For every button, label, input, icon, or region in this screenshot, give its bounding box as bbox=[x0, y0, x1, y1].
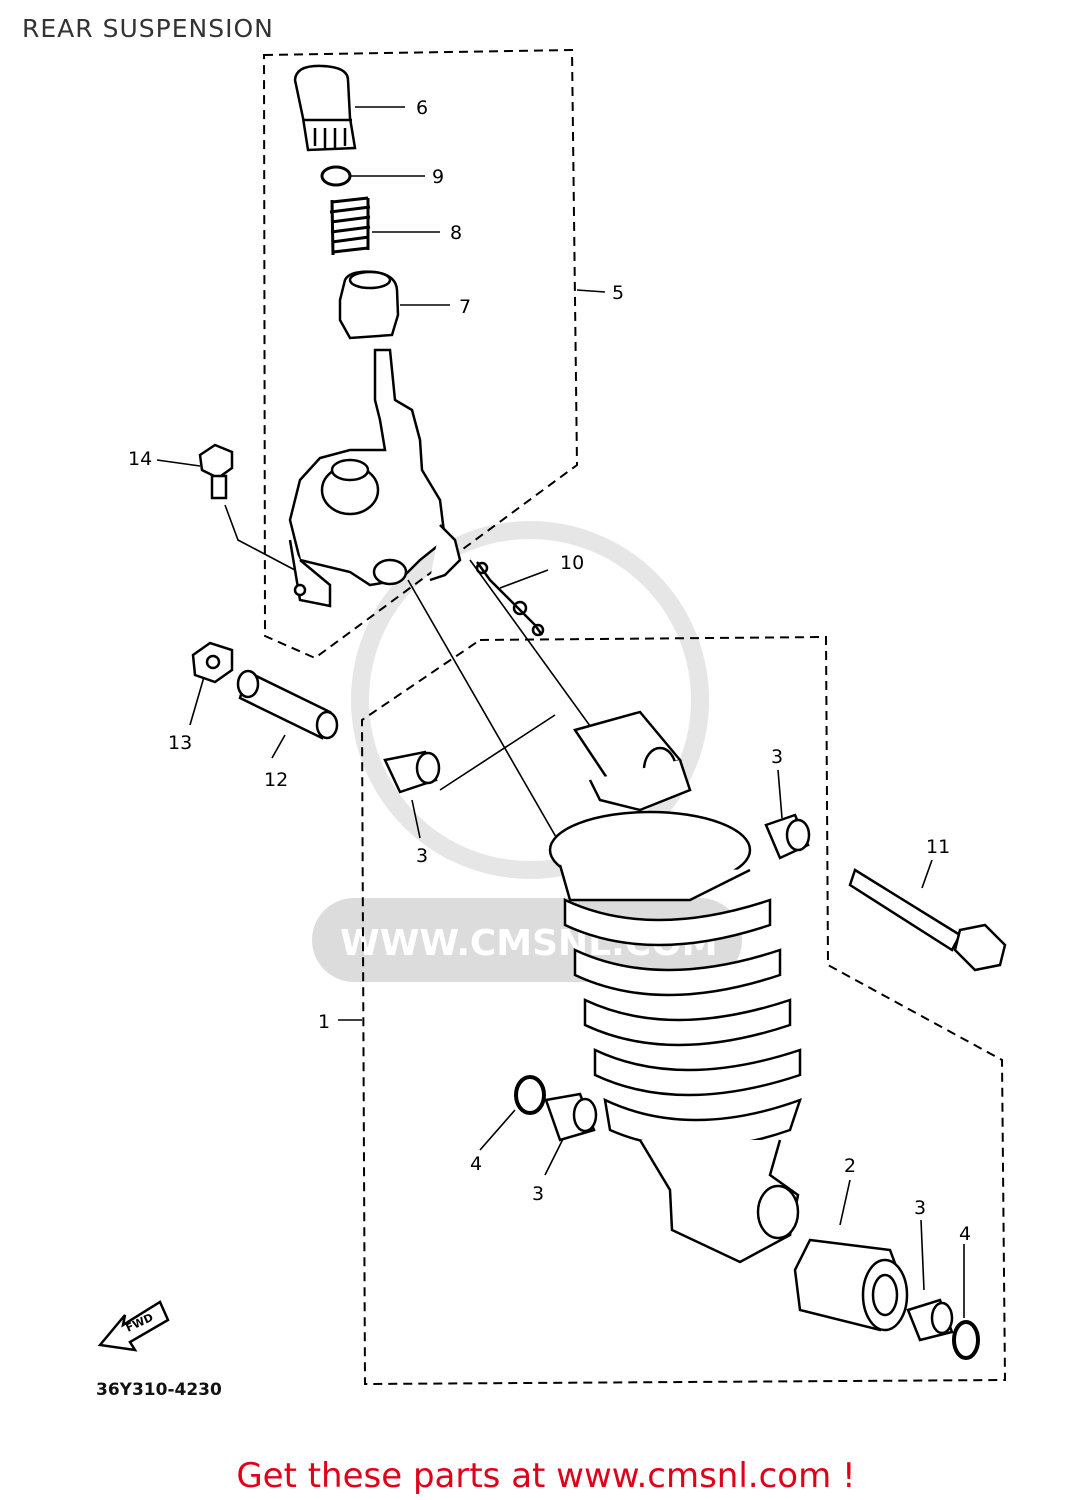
callout-labels: 6 9 8 7 5 14 10 13 12 3 3 11 1 4 3 2 3 4 bbox=[128, 97, 971, 1245]
callout-13: 13 bbox=[168, 732, 192, 754]
part-1-shock-absorber bbox=[548, 710, 803, 1264]
callout-11: 11 bbox=[926, 836, 950, 858]
part-6-cap bbox=[293, 64, 357, 152]
callout-10: 10 bbox=[560, 552, 584, 574]
part-3-bushing-b bbox=[764, 813, 811, 860]
callout-1: 1 bbox=[318, 1011, 330, 1033]
callout-12: 12 bbox=[264, 769, 288, 791]
callout-3-a: 3 bbox=[771, 746, 783, 768]
callout-8: 8 bbox=[450, 222, 462, 244]
callout-5: 5 bbox=[612, 282, 624, 304]
callout-2: 2 bbox=[844, 1155, 856, 1177]
callout-3-d: 3 bbox=[914, 1197, 926, 1219]
callout-4-a: 4 bbox=[470, 1153, 482, 1175]
footer-link-text[interactable]: Get these parts at www.cmsnl.com ! bbox=[236, 1456, 856, 1496]
callout-14: 14 bbox=[128, 448, 152, 470]
part-3-bushing-d bbox=[906, 1298, 954, 1342]
callout-3-b: 3 bbox=[416, 845, 428, 867]
fwd-arrow-icon: FWD bbox=[97, 1300, 170, 1352]
part-4-ring-a bbox=[514, 1075, 546, 1115]
part-10-hose bbox=[475, 561, 545, 637]
callout-3-c: 3 bbox=[532, 1183, 544, 1205]
part-11-bolt bbox=[848, 868, 1007, 972]
part-3-bushing-a bbox=[383, 750, 441, 794]
part-5-adjuster-body bbox=[288, 348, 462, 608]
page-title: REAR SUSPENSION bbox=[22, 14, 274, 43]
part-14-bolt bbox=[198, 443, 234, 500]
callout-4-b: 4 bbox=[959, 1223, 971, 1245]
part-3-bushing-c bbox=[544, 1092, 598, 1142]
part-13-nut bbox=[191, 641, 234, 684]
callout-9: 9 bbox=[432, 166, 444, 188]
part-8-spring bbox=[329, 196, 371, 256]
part-12-collar bbox=[236, 669, 339, 740]
callout-6: 6 bbox=[416, 97, 428, 119]
shock-absorber-group-box bbox=[360, 635, 1007, 1386]
part-4-ring-b bbox=[952, 1320, 980, 1360]
part-2-collar bbox=[793, 1238, 909, 1332]
callout-7: 7 bbox=[459, 296, 471, 318]
drawing-code: 36Y310-4230 bbox=[96, 1380, 222, 1400]
part-9-washer bbox=[320, 165, 352, 187]
part-7-knob bbox=[338, 270, 400, 340]
